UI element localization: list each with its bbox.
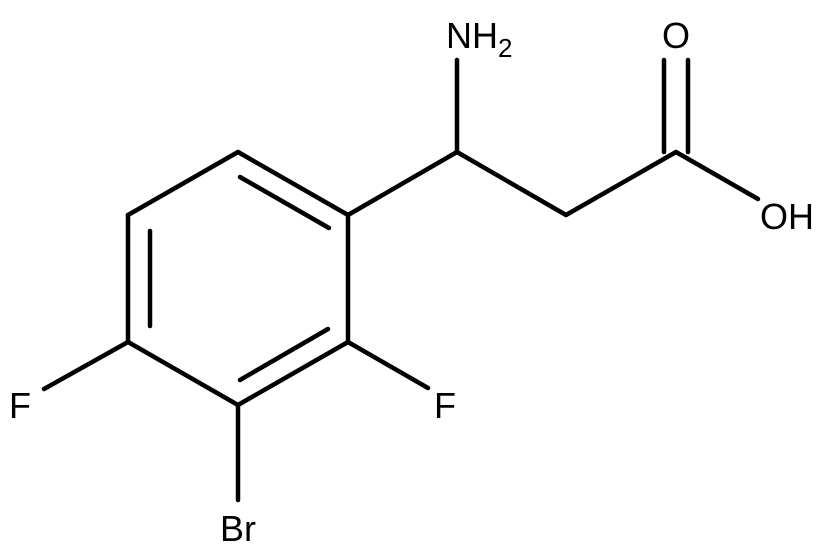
benzene-ring [125,149,351,408]
hydroxyl-label: OH [760,196,814,237]
ring-inner-bond-top [237,174,332,231]
bond-ring-to-fluorine-right [345,339,431,391]
ring-bond-upper-left [125,149,241,218]
ring-inner-bond-lower-right [237,326,331,383]
atom-labels: NH2 O OH F F Br [9,15,814,549]
ring-bond-lower-left [125,339,241,408]
ring-bond-top [235,149,351,218]
bond-ring-to-fluorine-left [41,339,131,392]
bond-carboxyl-to-hydroxyl [673,149,761,202]
carbonyl-oxygen-label: O [662,15,690,56]
bond-chiral-carbon-to-methylene [454,149,569,218]
fluorine-left-label: F [9,385,31,426]
amine-label: NH2 [446,15,512,63]
fluorine-right-label: F [434,385,456,426]
bromine-label: Br [220,508,256,549]
bond-ring-to-chiral-carbon [345,149,460,218]
side-chain [41,57,761,503]
ring-bond-lower-right [235,339,351,408]
bond-methylene-to-carboxyl [563,149,679,218]
